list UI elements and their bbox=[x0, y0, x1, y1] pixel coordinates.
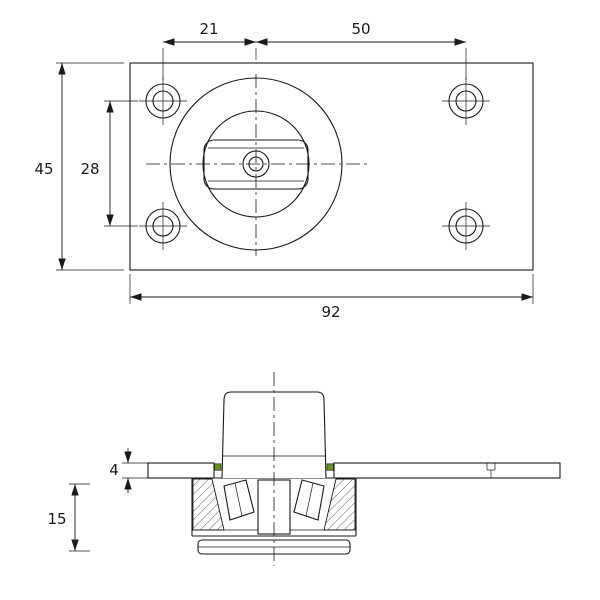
plate-section-left bbox=[147, 462, 215, 479]
dim-housing-depth-label: 15 bbox=[47, 510, 66, 528]
roller-right-midline bbox=[305, 482, 314, 517]
hole-inner bbox=[455, 90, 477, 112]
plate-outline bbox=[129, 62, 534, 271]
central-boss bbox=[146, 74, 368, 256]
dim-plate-width-label: 92 bbox=[321, 303, 340, 321]
top-view-dimensions: 21 50 45 28 92 bbox=[34, 20, 534, 321]
dim-plate-thickness-label: 4 bbox=[109, 461, 119, 479]
corner-hole-bottom-right bbox=[442, 202, 490, 250]
tapered-roller-left bbox=[223, 479, 255, 521]
hole-inner bbox=[152, 215, 174, 237]
corner-hole-bottom-left bbox=[139, 202, 187, 250]
plate-section-right bbox=[333, 462, 561, 479]
hole-inner bbox=[152, 90, 174, 112]
plate-notch bbox=[486, 463, 496, 478]
dim-plate-height-label: 45 bbox=[34, 160, 53, 178]
outer-race-left bbox=[192, 478, 225, 531]
corner-hole-top-right bbox=[442, 77, 490, 125]
hole-inner bbox=[455, 215, 477, 237]
hole-outer bbox=[145, 208, 181, 244]
dim-hole-row-spacing-label: 28 bbox=[80, 160, 99, 178]
side-view: 4 15 bbox=[47, 372, 561, 566]
outer-race-right bbox=[323, 478, 356, 531]
bearing-housing bbox=[191, 477, 357, 555]
side-view-dimensions: 4 15 bbox=[47, 448, 148, 552]
tapered-roller-right bbox=[293, 479, 325, 521]
dim-hole-offset-left-label: 21 bbox=[199, 20, 218, 38]
hole-outer bbox=[448, 208, 484, 244]
seal-ring-left bbox=[214, 463, 222, 471]
top-view: 21 50 45 28 92 bbox=[34, 20, 534, 321]
seal-ring-right bbox=[326, 463, 334, 471]
roller-left-midline bbox=[234, 482, 243, 517]
boss-slot-outline bbox=[203, 139, 309, 190]
hole-outer bbox=[448, 83, 484, 119]
corner-hole-top-left bbox=[139, 77, 187, 125]
dim-hole-offset-right-label: 50 bbox=[351, 20, 370, 38]
hole-outer bbox=[145, 83, 181, 119]
